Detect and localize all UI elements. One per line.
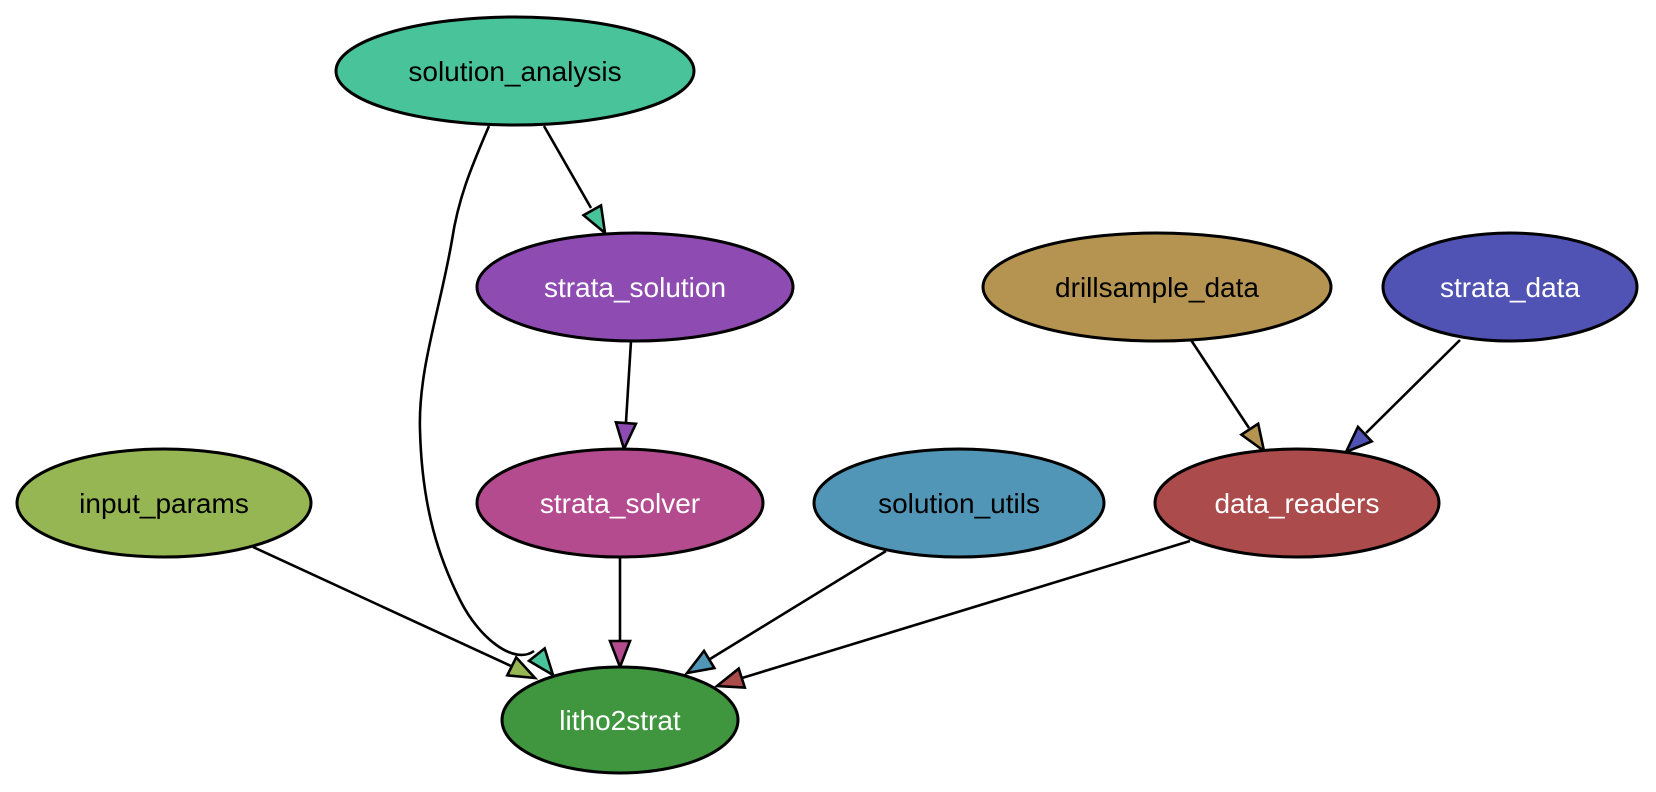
arrowhead-icon xyxy=(581,203,607,237)
node-ellipse[interactable] xyxy=(475,231,795,343)
nodes-layer: solution_analysis strata_solution drillsam… xyxy=(15,15,1639,775)
node-label: drillsample_data xyxy=(1055,272,1259,303)
arrowhead-icon xyxy=(683,648,717,675)
node-ellipse[interactable] xyxy=(812,447,1106,559)
edge-strata_solver-to-litho2strat xyxy=(608,557,632,671)
arrowhead-icon xyxy=(713,666,747,690)
edge-line xyxy=(709,549,887,661)
node-ellipse[interactable] xyxy=(981,231,1333,343)
node-ellipse[interactable] xyxy=(15,447,313,559)
edge-line xyxy=(542,125,593,209)
node-solution_analysis[interactable]: solution_analysis xyxy=(334,15,696,127)
node-solution_utils[interactable]: solution_utils xyxy=(812,447,1106,559)
arrowhead-icon xyxy=(1239,421,1266,455)
edge-strata_data-to-data_readers xyxy=(1343,339,1461,455)
edge-strata_solution-to-strata_solver xyxy=(614,340,638,453)
arrowhead-icon xyxy=(614,420,638,453)
edge-line xyxy=(418,125,535,657)
node-ellipse[interactable] xyxy=(1381,231,1639,343)
arrowhead-icon xyxy=(1343,424,1374,455)
node-strata_solution[interactable]: strata_solution xyxy=(475,231,795,343)
edge-line xyxy=(624,340,633,423)
node-label: data_readers xyxy=(1214,488,1379,519)
node-data_readers[interactable]: data_readers xyxy=(1153,447,1441,559)
node-label: solution_analysis xyxy=(408,56,621,87)
edge-solution_utils-to-litho2strat xyxy=(683,549,887,675)
node-litho2strat[interactable]: litho2strat xyxy=(500,665,740,775)
edge-solution_analysis-to-strata_solution xyxy=(542,125,607,237)
node-label: solution_utils xyxy=(878,488,1040,519)
edge-solution_analysis-to-litho2strat xyxy=(418,125,556,678)
node-label: strata_solution xyxy=(544,272,726,303)
node-ellipse[interactable] xyxy=(500,665,740,775)
edge-line xyxy=(1365,339,1461,434)
node-label: strata_solver xyxy=(540,488,700,519)
edge-line xyxy=(741,539,1191,680)
edge-line xyxy=(252,545,512,668)
node-label: input_params xyxy=(79,488,249,519)
node-drillsample_data[interactable]: drillsample_data xyxy=(981,231,1333,343)
edge-line xyxy=(1189,339,1251,429)
arrowhead-icon xyxy=(526,646,556,678)
arrowhead-icon xyxy=(505,655,539,680)
node-strata_solver[interactable]: strata_solver xyxy=(475,447,765,559)
edge-input_params-to-litho2strat xyxy=(252,545,539,680)
node-ellipse[interactable] xyxy=(1153,447,1441,559)
edge-drillsample_data-to-data_readers xyxy=(1189,339,1266,455)
arrowhead-icon xyxy=(608,639,632,671)
node-label: litho2strat xyxy=(559,705,681,736)
node-label: strata_data xyxy=(1440,272,1581,303)
edge-data_readers-to-litho2strat xyxy=(713,539,1191,690)
node-ellipse[interactable] xyxy=(334,15,696,127)
node-ellipse[interactable] xyxy=(475,447,765,559)
node-strata_data[interactable]: strata_data xyxy=(1381,231,1639,343)
node-input_params[interactable]: input_params xyxy=(15,447,313,559)
edges-layer xyxy=(252,125,1461,690)
